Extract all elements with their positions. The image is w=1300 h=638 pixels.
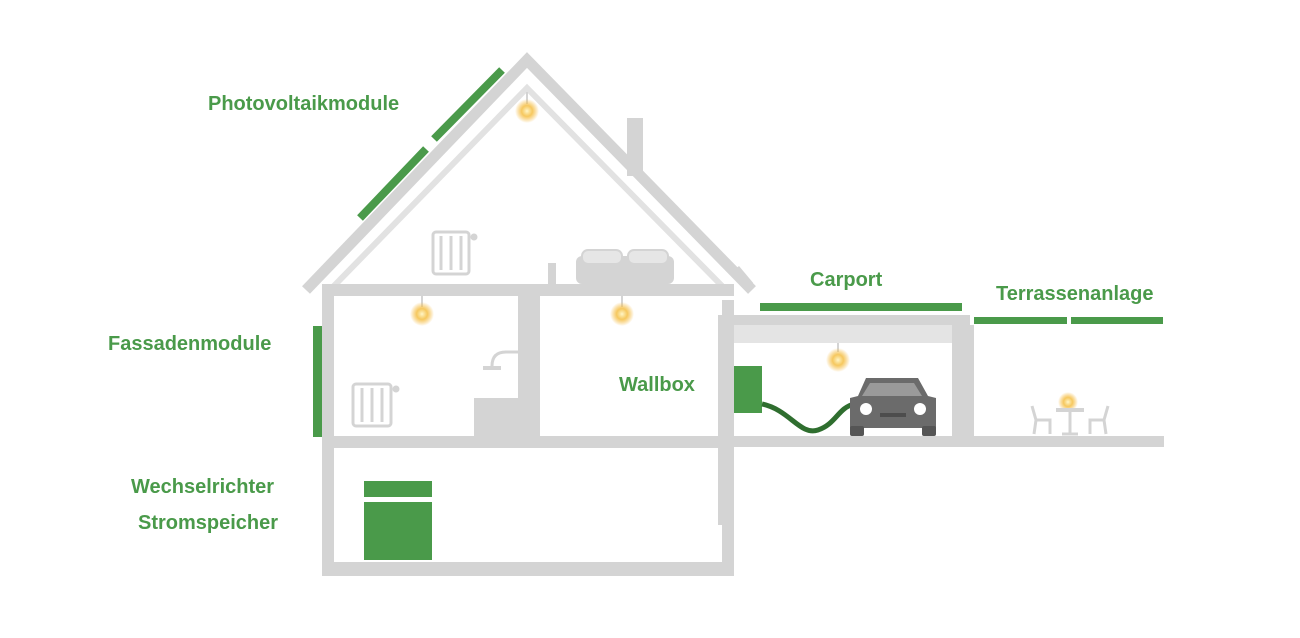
lamp-attic [515, 92, 539, 123]
terrace-furniture [1030, 405, 1110, 436]
inverter-battery [364, 481, 432, 560]
car [850, 378, 936, 436]
shower [483, 350, 518, 370]
radiator-attic [431, 230, 478, 276]
shower-tub [474, 398, 518, 436]
stromspeicher-unit [364, 502, 432, 560]
lamp-right-room [610, 296, 634, 326]
fassaden-module [313, 326, 322, 437]
chimney [627, 118, 643, 176]
carport-pv [760, 303, 962, 311]
roof [302, 52, 756, 294]
carport-structure [718, 315, 1164, 525]
label-carport: Carport [810, 269, 883, 291]
label-wechselrichter: Wechselrichter [131, 476, 275, 498]
label-photovoltaik: Photovoltaikmodule [208, 93, 400, 115]
label-terrassenanlage: Terrassenanlage [996, 283, 1154, 305]
bed [548, 249, 674, 284]
wallbox-unit [734, 366, 762, 413]
photovoltaik-modules [357, 67, 505, 221]
radiator-ground [351, 382, 400, 428]
wechselrichter-unit [364, 481, 432, 497]
lamps [410, 92, 1078, 412]
label-fassadenmodule: Fassadenmodule [108, 333, 272, 355]
terrassen-pv [974, 317, 1163, 324]
label-wallbox: Wallbox [619, 374, 695, 396]
lamp-carport [826, 341, 850, 372]
label-stromspeicher: Stromspeicher [138, 512, 279, 534]
lamp-terrace [1058, 392, 1078, 412]
lamp-left-room [410, 296, 434, 326]
roof-vent [732, 266, 754, 288]
charging-cable [761, 401, 855, 434]
